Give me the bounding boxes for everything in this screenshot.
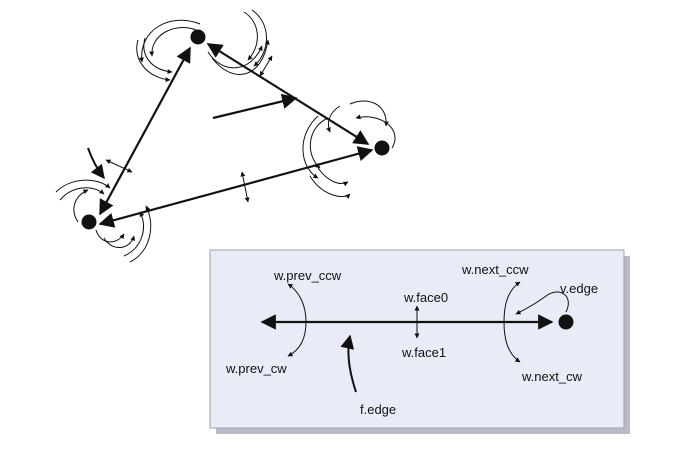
label-w-prev-ccw: w.prev_ccw <box>273 268 342 283</box>
next-ccw-arrow <box>503 281 521 323</box>
label-w-face0: w.face0 <box>403 290 448 305</box>
label-w-face1: w.face1 <box>401 345 446 360</box>
traversal-arrow-center <box>212 93 298 120</box>
label-f-edge: f.edge <box>360 402 396 417</box>
vertex-bottom-left <box>81 214 97 230</box>
label-w-prev-cw: w.prev_cw <box>225 361 287 376</box>
label-v-edge: v.edge <box>560 281 598 296</box>
legend-panel: w.prev_ccw w.prev_cw w.face0 w.face1 w.n… <box>209 249 630 434</box>
face-arrow-left <box>105 159 133 173</box>
f-edge-arrow <box>340 334 357 393</box>
wing-arcs-right <box>302 100 396 199</box>
traversal-arrow-left <box>87 147 105 180</box>
legend-vertex <box>558 314 574 330</box>
label-w-next-cw: w.next_cw <box>521 369 583 384</box>
prev-cw-arrow <box>287 321 307 357</box>
wing-arcs-left <box>55 179 152 263</box>
next-cw-arrow <box>503 321 521 363</box>
v-edge-arrow <box>515 291 569 315</box>
edge-bottom <box>98 146 374 228</box>
face-arrow-upper <box>259 55 273 77</box>
prev-ccw-arrow <box>287 283 307 323</box>
face-arrow-center <box>240 171 250 203</box>
vertex-right <box>374 140 390 156</box>
edge-top-right <box>206 43 370 145</box>
mesh-diagram <box>55 9 396 263</box>
label-w-next-ccw: w.next_ccw <box>461 262 529 277</box>
panel-box <box>209 249 625 429</box>
wing-arcs-top <box>136 9 270 83</box>
vertex-top <box>190 29 206 45</box>
edge-top-left <box>99 46 191 216</box>
